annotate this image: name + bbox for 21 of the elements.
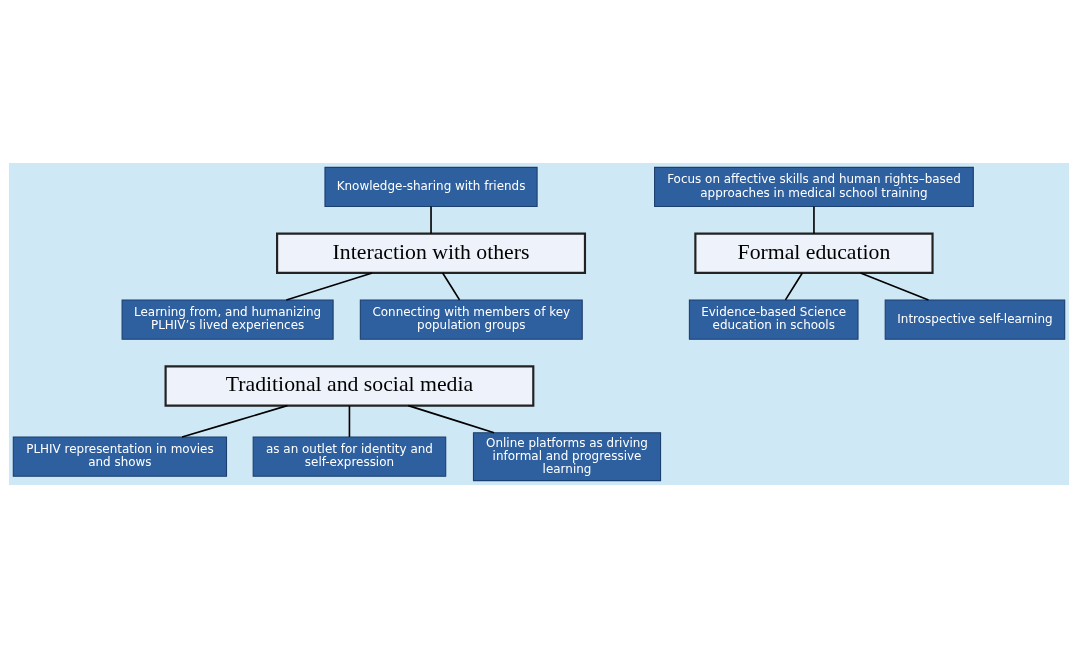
node-box: as an outlet for identity and self-expression <box>252 436 447 477</box>
node-box: Introspective self-learning <box>884 299 1066 340</box>
connector <box>348 405 351 438</box>
connector <box>859 272 930 301</box>
node-box: Interaction with others <box>276 232 587 274</box>
connector <box>441 272 461 301</box>
node-box: Knowledge-sharing with friends <box>324 166 538 208</box>
node-box: Learning from, and humanizing PLHIV’s lived experiences <box>121 299 334 340</box>
node-box: Evidence-based Science education in schools <box>688 299 859 340</box>
connector <box>285 272 373 301</box>
node-box: Online platforms as driving informal and progressive learning <box>472 432 662 482</box>
connector <box>813 205 815 235</box>
node-box: Traditional and social media <box>164 365 535 407</box>
connector <box>407 404 495 434</box>
node-box: Connecting with members of key population groups <box>359 299 583 340</box>
node-box: PLHIV representation in movies and shows <box>12 436 228 477</box>
connector <box>430 205 432 235</box>
connector <box>181 404 289 438</box>
node-box: Focus on affective skills and human rights–based approaches in medical school training <box>654 166 974 208</box>
connector <box>784 272 804 301</box>
node-box: Formal education <box>694 232 934 274</box>
